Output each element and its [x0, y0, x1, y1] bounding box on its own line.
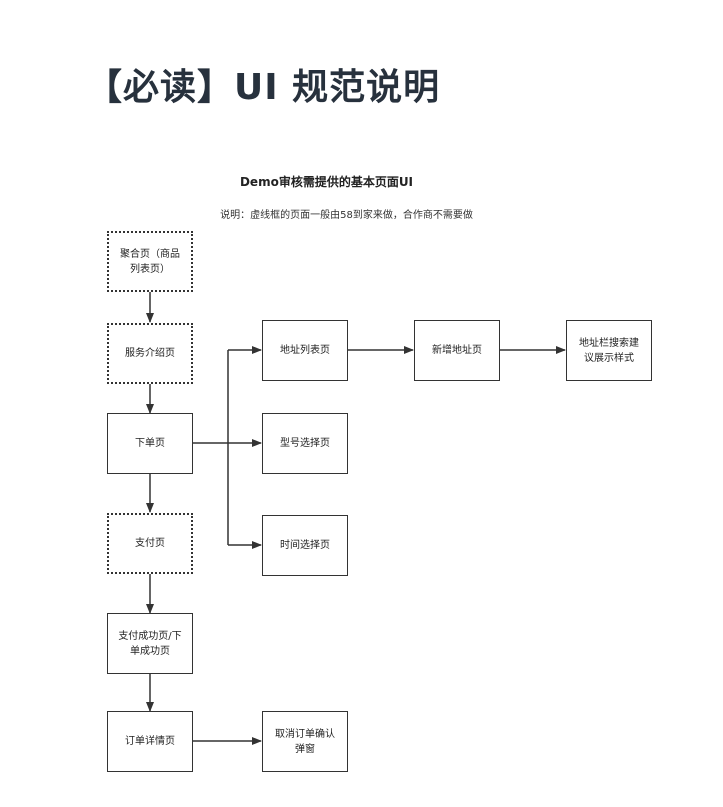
node-place-order-label: 下单页: [135, 438, 165, 449]
node-search-suggest: 地址栏搜索建议展示样式: [566, 320, 652, 381]
node-new-address: 新增地址页: [414, 320, 500, 381]
node-payment: 支付页: [107, 513, 193, 574]
diagram-note: 说明：虚线框的页面一般由58到家来做，合作商不需要做: [220, 210, 473, 221]
node-order-detail-label: 订单详情页: [125, 736, 175, 747]
node-new-address-label: 新增地址页: [432, 345, 482, 356]
node-place-order: 下单页: [107, 413, 193, 474]
page-title: 【必读】UI 规范说明: [86, 67, 441, 108]
node-aggregate-label: 聚合页（商品列表页）: [120, 248, 180, 275]
node-cancel-dialog-label: 取消订单确认弹窗: [275, 728, 335, 755]
node-time-select: 时间选择页: [262, 515, 348, 576]
node-order-detail: 订单详情页: [107, 711, 193, 772]
node-model-select: 型号选择页: [262, 413, 348, 474]
node-address-list-label: 地址列表页: [280, 345, 330, 356]
node-aggregate-page: 聚合页（商品列表页）: [107, 231, 193, 292]
node-time-select-label: 时间选择页: [280, 540, 330, 551]
node-service-intro: 服务介绍页: [107, 323, 193, 384]
node-address-list: 地址列表页: [262, 320, 348, 381]
node-cancel-dialog: 取消订单确认弹窗: [262, 711, 348, 772]
diagram-title: Demo审核需提供的基本页面UI: [239, 175, 414, 189]
node-search-suggest-label: 地址栏搜索建议展示样式: [579, 337, 639, 364]
node-payment-label: 支付页: [135, 538, 165, 549]
node-payment-success: 支付成功页/下单成功页: [107, 613, 193, 674]
node-model-select-label: 型号选择页: [280, 438, 330, 449]
node-service-intro-label: 服务介绍页: [125, 348, 175, 359]
node-payment-success-label: 支付成功页/下单成功页: [118, 630, 182, 657]
